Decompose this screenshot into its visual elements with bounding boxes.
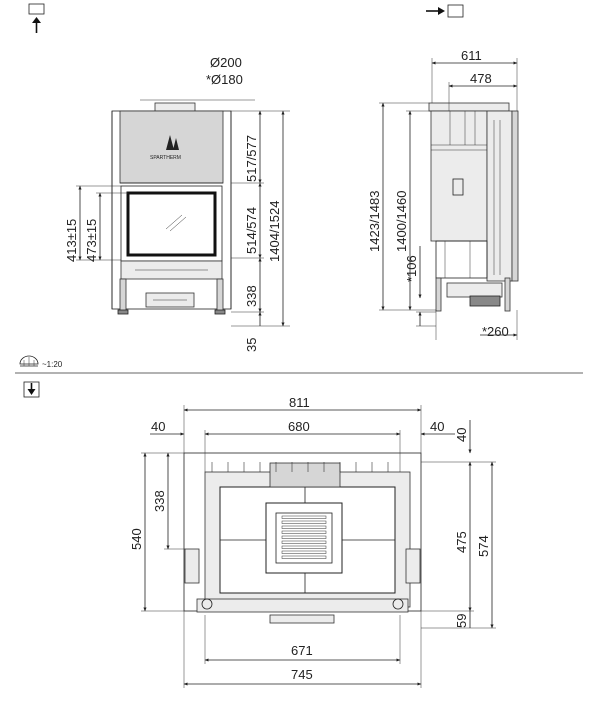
front-flue-dia-alt: *Ø180 <box>206 72 243 87</box>
front-dim-total: 1404/1524 <box>267 201 282 262</box>
side-dim-height-outer: 1423/1483 <box>367 191 382 252</box>
front-dim-base: 35 <box>244 338 259 352</box>
side-view: 611 478 1423/1483 1400/1460 *106 *260 <box>367 48 519 340</box>
spartherm-logo-icon <box>166 135 179 150</box>
top-dim-overall: 811 <box>289 395 310 410</box>
side-dim-height-inner: 1400/1460 <box>394 191 409 252</box>
front-dim-mid: 514/574 <box>244 207 259 254</box>
top-dim-right-top: 40 <box>454 428 469 442</box>
top-dim-inner: 680 <box>288 419 310 434</box>
top-dim-right-front: 59 <box>454 614 469 628</box>
top-dim-right-depth: 475 <box>454 531 469 553</box>
logo-text: SPARTHERM <box>150 155 181 161</box>
front-dim-upper: 517/577 <box>244 135 259 182</box>
top-dim-bottom-inner: 671 <box>291 643 313 658</box>
front-flue-dia: Ø200 <box>210 55 242 70</box>
side-dim-offset: *106 <box>404 255 419 282</box>
top-dim-left-gap: 40 <box>151 419 165 434</box>
side-dim-depth-total: 611 <box>461 48 482 63</box>
side-dim-depth-body: 478 <box>470 71 492 86</box>
side-view-icon <box>426 4 464 18</box>
scale-label: ~1:20 <box>42 360 63 369</box>
scale-icon <box>19 355 39 367</box>
top-dim-left-outer: 540 <box>129 528 144 550</box>
top-dim-right-gap: 40 <box>430 419 444 434</box>
top-dim-bottom-outer: 745 <box>291 667 313 682</box>
side-dim-foot: *260 <box>482 324 509 339</box>
front-dim-left-inner: 473±15 <box>84 219 99 262</box>
front-view-icon <box>28 3 45 33</box>
side-body <box>430 110 488 242</box>
top-view: 811 680 40 40 40 540 338 475 574 59 671 … <box>129 395 496 688</box>
front-dim-lower: 338 <box>244 285 259 307</box>
front-dim-left-outer: 413±15 <box>64 219 79 262</box>
front-view: SPARTHERM <box>64 55 290 352</box>
top-dim-left-depth: 338 <box>152 490 167 512</box>
top-view-icon <box>23 381 40 398</box>
top-dim-right-total: 574 <box>476 535 491 557</box>
